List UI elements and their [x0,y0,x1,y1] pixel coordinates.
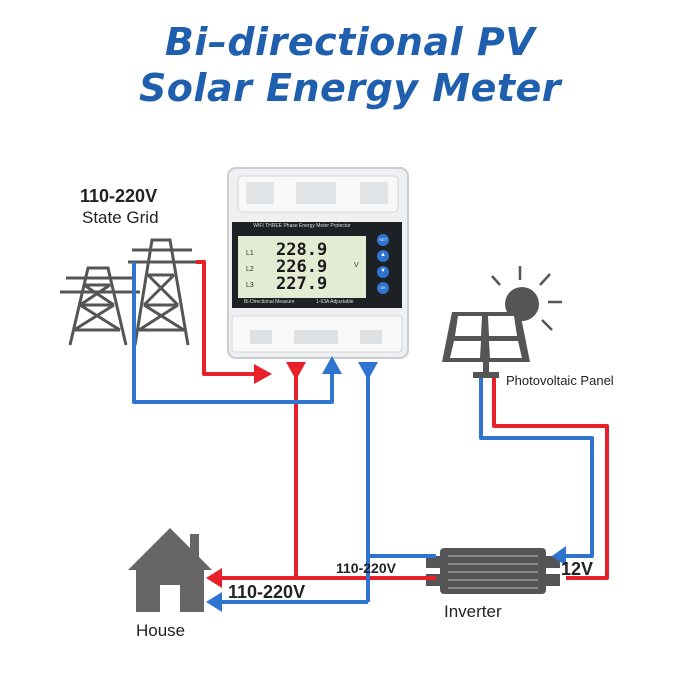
house-label: House [136,621,186,640]
inverter-label: Inverter [444,602,502,621]
inverter-ac-voltage-label: 110-220V [336,560,396,576]
meter-unit: V [354,262,359,269]
diagram-title-line1: Bi–directional PV [164,20,536,64]
pv-panel-label: Photovoltaic Panel [506,373,614,388]
meter-button-set-label: SET [379,237,387,242]
neutral-wire-arrows [206,356,566,612]
meter-row-label-l3: L3 [246,282,254,289]
meter-up-button [377,250,389,262]
meter-reading-l3: 227.9 [276,274,328,294]
meter-footer-left: Bi-Directional Measure [244,299,295,305]
house-icon [128,528,212,612]
meter-reading-l1: 228.9 [276,240,328,260]
solar-panel-icon [442,266,562,378]
meter-ok-button [377,282,389,294]
meter-button-down-label: ▼ [380,268,386,274]
meter-row-label-l2: L2 [246,266,254,273]
grid-name-label: State Grid [82,208,159,227]
meter-header-text: WIFI THREE Phase Energy Meter Protector [253,223,351,229]
diagram-title-line2: Solar Energy Meter [138,66,562,110]
inverter-icon [426,548,560,594]
meter-set-button [377,234,389,246]
grid-voltage-label: 110-220V [80,186,158,206]
energy-meter-device [227,167,409,359]
inverter-dc-voltage-label: 12V [561,559,594,579]
meter-row-label-l1: L1 [246,250,254,257]
neutral-wires [132,262,594,604]
live-wire-arrows [206,362,306,588]
meter-button-ok-label: OK [380,285,386,290]
meter-down-button [377,266,389,278]
house-voltage-label: 110-220V [228,582,306,602]
transmission-tower-icon [60,238,196,346]
meter-reading-l2: 226.9 [276,257,328,277]
meter-footer-right: 1-63A Adjustable [316,299,354,305]
meter-button-up-label: ▲ [380,252,386,258]
